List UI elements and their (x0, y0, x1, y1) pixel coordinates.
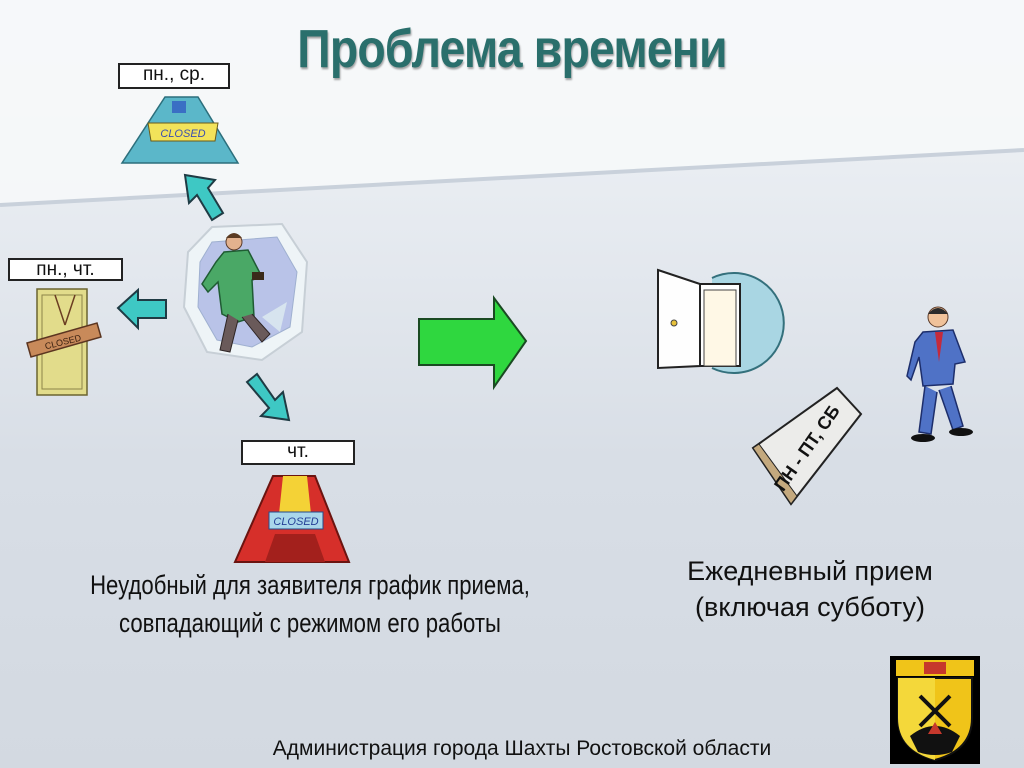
slide-title: Проблема времени (297, 19, 727, 79)
left-caption-line-2: совпадающий с режимом его работы (119, 608, 501, 638)
businessman-illustration (906, 306, 973, 442)
teal-arrow-left (116, 287, 167, 331)
closed-sign-bottom: CLOSED (233, 475, 351, 563)
closed-sign-top: CLOSED (120, 96, 240, 164)
door-with-sign-left: CLOSED (26, 288, 102, 396)
green-arrow-right (418, 294, 528, 391)
footer-text: Администрация города Шахты Ростовской об… (272, 737, 772, 760)
right-caption-line-1: Ежедневный прием (687, 556, 933, 586)
teal-arrow-down (245, 372, 291, 422)
label-mon-wed: пн., ср. (118, 63, 230, 89)
running-man-illustration (182, 222, 309, 362)
teal-arrow-up (183, 173, 225, 222)
label-thu: чт. (241, 440, 355, 465)
closed-text-bottom: CLOSED (273, 516, 318, 528)
closed-text-top: CLOSED (160, 128, 205, 140)
schedule-tent-sign: ПН - ПТ, СБ (751, 386, 863, 506)
left-caption: Неудобный для заявителя график приема, с… (80, 566, 539, 642)
city-coat-of-arms (890, 656, 980, 764)
right-caption: Ежедневный прием (включая субботу) (650, 553, 970, 625)
open-door-illustration (657, 268, 785, 374)
left-caption-line-1: Неудобный для заявителя график приема, (90, 570, 530, 600)
right-caption-line-2: (включая субботу) (695, 592, 925, 622)
label-mon-thu: пн., чт. (8, 258, 123, 281)
